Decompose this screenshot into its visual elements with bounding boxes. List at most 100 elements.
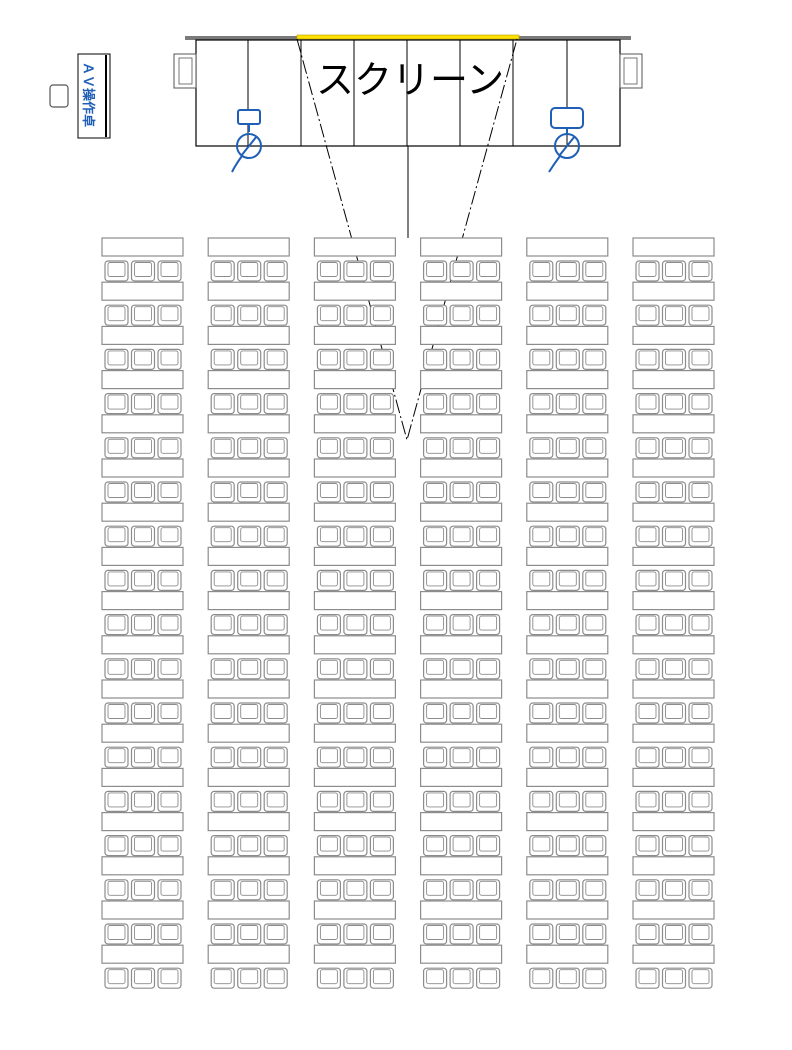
chair-icon <box>104 525 129 547</box>
desk <box>101 723 184 743</box>
chair-icon <box>157 790 182 813</box>
chair-icon <box>316 790 341 813</box>
chair-icon <box>104 348 129 370</box>
chair-icon <box>369 260 394 282</box>
chair-icon <box>449 790 474 813</box>
chair-icon <box>423 260 448 282</box>
chair-icon <box>263 437 288 459</box>
chair-icon <box>210 525 235 547</box>
chair-icon <box>688 658 713 680</box>
chair-icon <box>476 348 501 370</box>
desk <box>101 237 184 257</box>
chair-icon <box>661 658 687 680</box>
chair-icon <box>661 437 687 459</box>
chair-icon <box>130 790 156 813</box>
desk <box>420 590 503 611</box>
seating-row <box>207 767 290 813</box>
desk <box>420 856 503 876</box>
chair-icon <box>157 393 182 415</box>
seating-row <box>207 325 290 370</box>
chair-icon <box>476 569 501 592</box>
chair-icon <box>130 393 156 415</box>
seating-row <box>101 546 184 592</box>
chair-icon <box>316 569 341 592</box>
chair-icon <box>423 702 448 724</box>
chair-icon <box>661 834 687 857</box>
desk <box>313 546 396 567</box>
seating-row <box>526 414 609 459</box>
seating-row <box>101 502 184 547</box>
chair-icon <box>157 437 182 459</box>
desk <box>526 237 609 257</box>
chair-icon <box>343 658 368 680</box>
seating-row <box>632 414 715 459</box>
chair-icon <box>210 304 235 326</box>
chair-icon <box>343 923 368 945</box>
chair-icon <box>263 790 288 813</box>
seating-row <box>207 723 290 768</box>
chair-icon <box>237 304 262 326</box>
chair-icon <box>529 304 554 326</box>
chair-icon <box>237 790 262 813</box>
chair-icon <box>688 702 713 724</box>
chair-icon <box>476 967 501 989</box>
desk <box>313 856 396 876</box>
chair-icon <box>104 569 129 592</box>
projector-icon <box>548 107 584 173</box>
seating-block <box>526 237 609 989</box>
chair-icon <box>635 834 660 857</box>
chair-icon <box>449 923 474 945</box>
chair-icon <box>582 569 607 592</box>
chair-icon <box>130 481 156 503</box>
seating-row <box>526 679 609 724</box>
chair-icon <box>130 923 156 945</box>
chair-icon <box>449 879 474 901</box>
seating-row <box>420 546 503 592</box>
speaker-icon <box>619 53 643 89</box>
chair-icon <box>449 613 474 636</box>
chair-icon <box>688 304 713 326</box>
chair-icon <box>688 967 713 989</box>
seating-row <box>101 723 184 768</box>
chair-icon <box>423 790 448 813</box>
chair-icon <box>369 393 394 415</box>
chair-icon <box>157 746 182 768</box>
seating-row <box>313 856 396 901</box>
chair-icon <box>635 702 660 724</box>
seating-row <box>632 767 715 813</box>
desk <box>420 237 503 257</box>
seating-row <box>313 635 396 680</box>
chair-icon <box>476 613 501 636</box>
seating-row <box>526 325 609 370</box>
seating-row <box>313 679 396 724</box>
desk <box>313 325 396 345</box>
desk <box>101 635 184 655</box>
chair-icon <box>237 393 262 415</box>
chair-icon <box>104 967 129 989</box>
seating-row <box>632 281 715 326</box>
chair-icon <box>316 834 341 857</box>
chair-icon <box>130 437 156 459</box>
chair-icon <box>130 613 156 636</box>
chair-icon <box>104 879 129 901</box>
desk <box>420 767 503 788</box>
chair-icon <box>130 525 156 547</box>
desk <box>207 370 290 390</box>
chair-icon <box>104 260 129 282</box>
chair-icon <box>316 348 341 370</box>
seating-row <box>420 944 503 989</box>
chair-icon <box>635 746 660 768</box>
desk <box>101 414 184 434</box>
desk <box>632 811 715 832</box>
chair-icon <box>104 834 129 857</box>
desk <box>101 502 184 522</box>
seating-row <box>313 723 396 768</box>
chair-icon <box>529 348 554 370</box>
chair-icon <box>104 304 129 326</box>
chair-icon <box>316 481 341 503</box>
chair-icon <box>555 834 580 857</box>
desk <box>632 900 715 920</box>
chair-icon <box>369 658 394 680</box>
desk <box>526 502 609 522</box>
seating-row <box>420 856 503 901</box>
